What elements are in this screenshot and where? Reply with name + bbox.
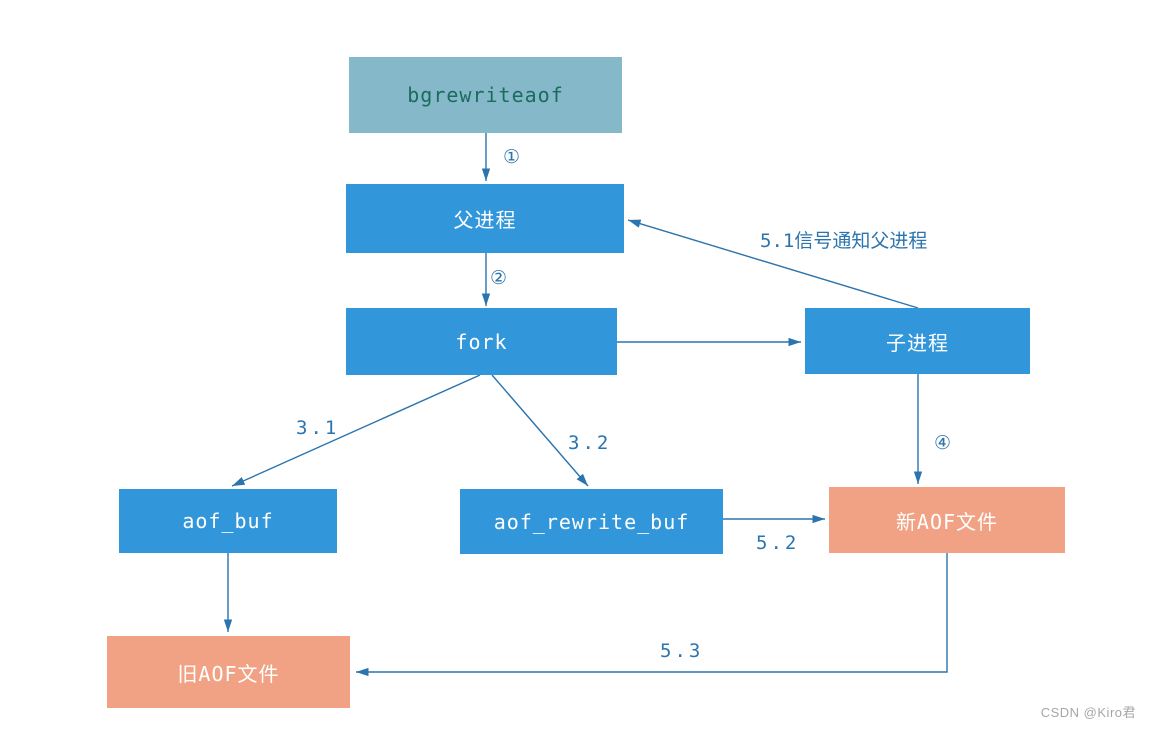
- edge-label-step2: ②: [490, 267, 507, 289]
- node-fork-label: fork: [455, 329, 508, 354]
- edge-label-step3-1: 3.1: [296, 417, 339, 439]
- node-aof-rewrite-buf: aof_rewrite_buf: [460, 489, 723, 554]
- edge-fork-to-aof-rewrite-buf: [491, 374, 589, 487]
- node-fork: fork: [346, 308, 617, 375]
- edge-label-step4: ④: [934, 432, 951, 454]
- edge-label-step3-2: 3.2: [568, 432, 611, 454]
- edge-fork-to-aof-buf: [231, 374, 481, 487]
- node-new-aof-file-label: 新AOF文件: [895, 509, 999, 534]
- edge-label-step1: ①: [503, 146, 520, 168]
- node-bgrewriteaof-label: bgrewriteaof: [407, 83, 564, 107]
- node-child-process: 子进程: [805, 308, 1030, 374]
- edge-new-aof-to-old-aof: [356, 553, 948, 677]
- edge-child-to-parent-signal: [627, 219, 919, 309]
- node-aof-buf: aof_buf: [119, 489, 337, 553]
- node-new-aof-file: 新AOF文件: [829, 487, 1065, 553]
- node-parent-process: 父进程: [346, 184, 624, 253]
- node-aof-buf-label: aof_buf: [182, 509, 274, 533]
- node-old-aof-file-label: 旧AOF文件: [177, 661, 280, 686]
- edge-label-step5-2: 5.2: [756, 532, 799, 554]
- node-parent-process-label: 父进程: [453, 208, 517, 232]
- node-child-process-label: 子进程: [886, 330, 949, 355]
- edge-label-step5-1: 5.1信号通知父进程: [760, 230, 927, 252]
- edge-label-step5-3: 5.3: [660, 640, 703, 662]
- node-old-aof-file: 旧AOF文件: [107, 636, 350, 708]
- node-aof-rewrite-buf-label: aof_rewrite_buf: [493, 509, 690, 534]
- watermark: CSDN @Kiro君: [1040, 705, 1136, 720]
- node-bgrewriteaof: bgrewriteaof: [349, 57, 622, 133]
